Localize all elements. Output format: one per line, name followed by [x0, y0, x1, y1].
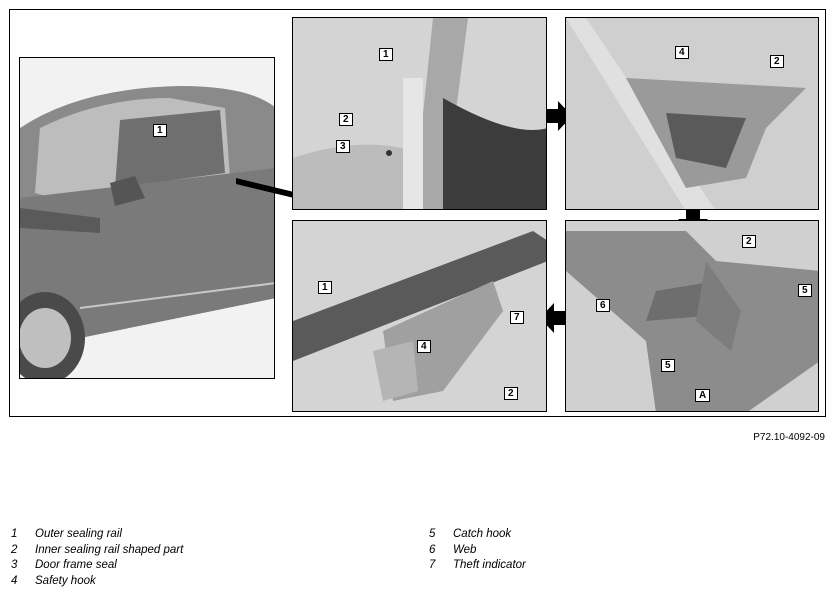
car-overview-image: 1 [19, 57, 275, 379]
callout-c-a: A [695, 389, 711, 402]
callout-b-2: 2 [770, 55, 784, 68]
callout-a-1: 1 [379, 48, 393, 61]
seal-part-illustration [566, 18, 818, 209]
detail-panel-a: 1 2 3 [292, 17, 547, 210]
callout-b-4: 4 [675, 46, 689, 59]
sealing-rail-illustration [293, 221, 546, 411]
callout-c-5a: 5 [798, 284, 812, 297]
detail-panel-c: 2 6 5 5 A [565, 220, 819, 412]
figure-frame: 1 1 2 3 4 2 [9, 9, 826, 417]
callout-c-2: 2 [742, 235, 756, 248]
callout-c-5b: 5 [661, 359, 675, 372]
pillar-illustration [293, 18, 546, 209]
arrow-left-icon [540, 303, 566, 333]
callout-d-7: 7 [510, 311, 524, 324]
car-illustration [20, 86, 274, 378]
catch-hook-illustration [566, 221, 818, 411]
arrow-right-icon [546, 101, 572, 131]
detail-panel-b: 4 2 [565, 17, 819, 210]
callout-a-2: 2 [339, 113, 353, 126]
callout-car-1: 1 [153, 124, 167, 137]
figure-reference: P72.10-4092-09 [753, 432, 825, 443]
callout-a-3: 3 [336, 140, 350, 153]
callout-d-1: 1 [318, 281, 332, 294]
callout-d-2: 2 [504, 387, 518, 400]
callout-c-6: 6 [596, 299, 610, 312]
connector-line [236, 178, 294, 198]
callout-d-4: 4 [417, 340, 431, 353]
detail-panel-d: 1 7 4 2 [292, 220, 547, 412]
